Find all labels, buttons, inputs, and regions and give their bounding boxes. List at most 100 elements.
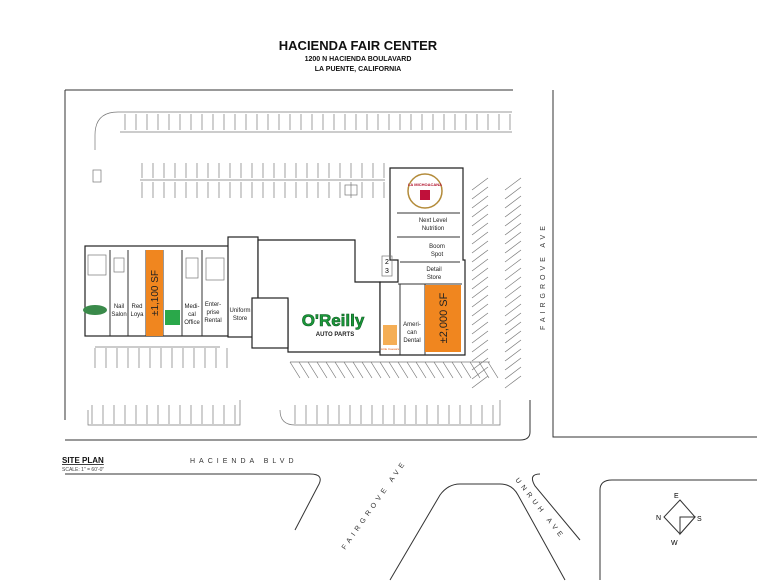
tenant-medical-office: Medi-: [184, 304, 199, 310]
parking-bottom: [91, 348, 499, 424]
parking-stall-line: [469, 361, 481, 379]
tenant-logo: [83, 305, 107, 315]
parking-stall-line: [471, 177, 489, 191]
tenant-enterprise: Enter-: [205, 302, 221, 308]
parking-stall-line: [325, 361, 337, 379]
parking-stall-line: [388, 361, 400, 379]
parking-stall-line: [298, 361, 310, 379]
parking-stall-line: [504, 285, 522, 299]
tenant-american-dental: Dental: [403, 338, 420, 344]
trash-enclosure: [92, 169, 102, 183]
la-michoacana-text: LA MICHOACANA: [408, 182, 442, 187]
tenant-red-loya: Loya: [130, 312, 144, 318]
parking-stall-line: [451, 361, 463, 379]
tenant-uniform-store: Uniform: [229, 308, 250, 314]
parking-stall-line: [504, 375, 522, 389]
parking-stall-line: [504, 231, 522, 245]
street-hacienda-blvd: HACIENDA BLVD: [190, 458, 298, 465]
parking-diagonal: [471, 177, 522, 389]
parking-stall-line: [504, 267, 522, 281]
parking-stall-line: [406, 361, 418, 379]
parking-stall-line: [504, 348, 522, 362]
parking-stall-line: [471, 375, 489, 389]
trash-enclosure: [344, 184, 358, 196]
street-curbs: [65, 473, 757, 581]
tenant-enterprise: Rental: [204, 318, 221, 324]
parking-stall-line: [504, 213, 522, 227]
parking-stall-line: [471, 330, 489, 344]
street-fairgrove-ave-bottom: FAIRGROVE AVE: [341, 459, 409, 551]
parking-stall-line: [471, 366, 489, 380]
parking-stall-line: [504, 330, 522, 344]
tenant-boom-spot: Spot: [431, 252, 444, 258]
parking-stall-line: [478, 361, 490, 379]
parking-stall-line: [504, 366, 522, 380]
parking-stall-line: [471, 339, 489, 353]
vacancy-label: ±1,100 SF: [150, 270, 161, 316]
pylon-sign: [381, 255, 393, 277]
vacancy-label: ±2,000 SF: [438, 292, 450, 343]
city: LA PUENTE, CALIFORNIA: [315, 66, 401, 73]
parking-stall-line: [504, 339, 522, 353]
little-caesars-logo: [383, 325, 397, 345]
parking-stall-line: [471, 312, 489, 326]
tenant-detail-store: Store: [427, 275, 442, 281]
parking-stall-line: [471, 321, 489, 335]
address: 1200 N HACIENDA BOULAVARD: [305, 56, 412, 63]
parking-stall-line: [504, 186, 522, 200]
tenant-medical-office: cal: [188, 312, 196, 318]
la-michoacana-figure: [420, 190, 430, 200]
pylon-number: 2: [385, 259, 389, 266]
parking-stall-line: [504, 195, 522, 209]
tenant-red-loya: Red: [131, 304, 142, 310]
parking-stall-line: [504, 222, 522, 236]
tenant-detail-store: Detail: [426, 267, 441, 273]
parking-stall-line: [415, 361, 427, 379]
compass-e: E: [674, 493, 679, 500]
vacancy-1100sf[interactable]: [146, 250, 163, 336]
vacancy-2000sf[interactable]: [425, 285, 461, 352]
parking-stall-line: [397, 361, 409, 379]
legend-scale: SCALE: 1" = 60'-0": [62, 467, 104, 473]
parking-stall-line: [471, 186, 489, 200]
compass-n: N: [656, 515, 661, 522]
parking-stall-line: [471, 348, 489, 362]
compass-icon: E N S W: [656, 493, 702, 547]
anchor-building: [227, 236, 381, 353]
parking-stall-line: [504, 294, 522, 308]
parking-stall-line: [504, 258, 522, 272]
parking-stall-line: [504, 303, 522, 317]
parking-stall-line: [471, 285, 489, 299]
compass-s: S: [697, 516, 702, 523]
tenant-boom-spot: Boom: [429, 244, 445, 250]
tenant-nail-salon: Nail: [114, 304, 124, 310]
parking-stall-line: [504, 204, 522, 218]
parking-stall-line: [504, 312, 522, 326]
little-caesars-text: Little Caesars: [381, 347, 400, 351]
parking-stall-line: [471, 303, 489, 317]
parking-stall-line: [471, 231, 489, 245]
parking-stall-line: [471, 294, 489, 308]
tenant-next-level: Next Level: [419, 218, 447, 224]
parking-stall-line: [471, 213, 489, 227]
parking-stall-line: [307, 361, 319, 379]
parking-stall-line: [379, 361, 391, 379]
parking-stall-line: [334, 361, 346, 379]
tenant-american-dental: can: [407, 330, 417, 336]
tenant-logo: [165, 310, 180, 325]
pylon-number: 3: [385, 268, 389, 275]
legend-title: SITE PLAN: [62, 456, 104, 465]
parking-stall-line: [471, 258, 489, 272]
parking-stall-line: [471, 204, 489, 218]
parking-stall-line: [343, 361, 355, 379]
oreilly-subtitle: AUTO PARTS: [316, 332, 354, 338]
parking-stall-line: [504, 357, 522, 371]
parking-top: [124, 114, 511, 130]
parking-stall-line: [361, 361, 373, 379]
parking-stall-line: [504, 276, 522, 290]
parking-stall-line: [504, 249, 522, 263]
parking-stall-line: [352, 361, 364, 379]
parking-stall-line: [504, 321, 522, 335]
parking-stall-line: [316, 361, 328, 379]
